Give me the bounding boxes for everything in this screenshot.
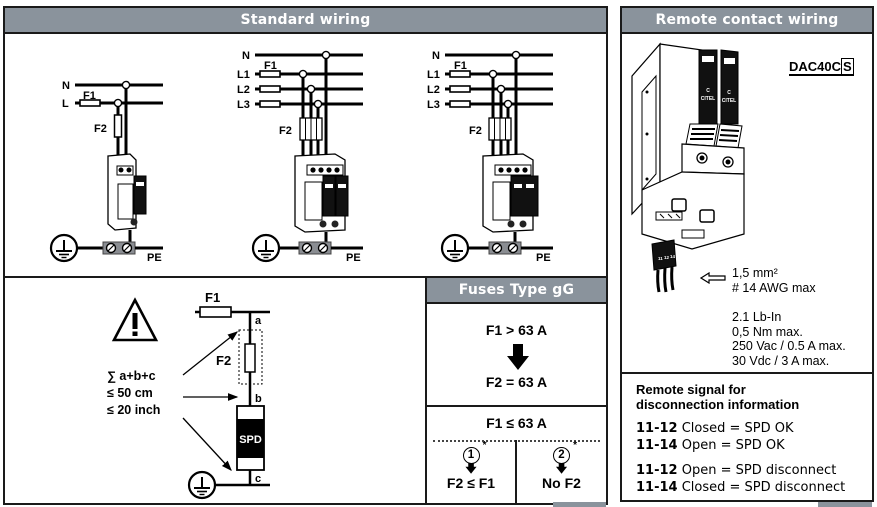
three-phase-diagram-b: N L1 L2 L3 F1 F2 PE xyxy=(427,50,553,264)
f2-label: F2 xyxy=(216,353,231,368)
f2-label: F2 xyxy=(94,123,107,135)
spd-module-three-phase-b xyxy=(482,153,539,233)
terminal-connector: 11 12 14 xyxy=(651,239,677,293)
three-phase-diagram-a: N L1 L2 L3 F1 F2 PE xyxy=(237,50,363,264)
dc-rating: 30 Vdc / 3 A max. xyxy=(732,353,830,368)
line-label-l1: L1 xyxy=(427,69,440,81)
standard-wiring-panel: Standard wiring xyxy=(3,6,608,278)
wire-awg: # 14 AWG max xyxy=(732,280,816,295)
decorative-tab xyxy=(818,502,872,507)
f1-label: F1 xyxy=(83,90,96,102)
remote-signal-title-2: disconnection information xyxy=(636,397,800,412)
segment-c: c xyxy=(255,473,261,485)
pe-label: PE xyxy=(346,252,361,264)
cable-length-panel: ∑ a+b+c ≤ 50 cm ≤ 20 inch F1 F2 SPD a b … xyxy=(3,276,428,505)
ac-rating: 250 Vac / 0.5 A max. xyxy=(732,339,846,353)
wire-spec: 1,5 mm² # 14 AWG max xyxy=(732,266,816,295)
fuses-title: Fuses Type gG xyxy=(427,278,606,304)
single-phase-diagram: N L F1 F2 PE xyxy=(49,80,163,264)
small-down-arrow-icon: 🡇 xyxy=(465,463,477,475)
option-divider xyxy=(515,440,517,503)
line-label-n: N xyxy=(432,50,440,62)
signal-row: 11-14 Open = SPD OK xyxy=(636,438,785,453)
standard-wiring-title: Standard wiring xyxy=(5,8,606,34)
remote-signal-panel: Remote signal for disconnection informat… xyxy=(620,372,874,502)
line-label-n: N xyxy=(62,80,70,92)
line-label-l3: L3 xyxy=(237,99,250,111)
segment-b: b xyxy=(255,393,262,405)
model-base: DAC40C xyxy=(789,59,842,74)
line-label-l2: L2 xyxy=(427,84,440,96)
brand-logo: C xyxy=(727,90,731,96)
brand-name: CITEL xyxy=(701,96,715,102)
footnote-marker: * xyxy=(482,440,487,451)
line-label-l1: L1 xyxy=(237,69,250,81)
warning-icon xyxy=(111,297,159,342)
pe-label: PE xyxy=(147,252,162,264)
footnote-marker: * xyxy=(573,440,577,451)
case-high-condition: F1 > 63 A xyxy=(485,322,548,338)
option-result: No F2 xyxy=(542,475,581,491)
spd-symbol: SPD xyxy=(236,405,265,471)
option-2: 2 * 🡇 No F2 xyxy=(517,440,606,503)
signal-row: 11-12 Open = SPD disconnect xyxy=(636,463,837,478)
segment-a: a xyxy=(255,315,262,327)
remote-signal-title-1: Remote signal for xyxy=(636,382,746,397)
fuses-panel: Fuses Type gG F1 > 63 A F2 = 63 A F1 ≤ 6… xyxy=(425,276,608,505)
standard-wiring-diagrams: N L F1 F2 PE xyxy=(49,50,553,264)
line-label-l3: L3 xyxy=(427,99,440,111)
terminal-label: 14 xyxy=(670,254,676,259)
f1-label: F1 xyxy=(205,290,220,305)
option-1: 1 * 🡇 F2 ≤ F1 xyxy=(427,440,515,503)
down-arrow-icon xyxy=(507,344,529,370)
f1-label: F1 xyxy=(454,60,467,72)
signal-row: 11-12 Closed = SPD OK xyxy=(636,421,794,436)
divider xyxy=(427,405,606,407)
small-down-arrow-icon: 🡇 xyxy=(555,463,568,475)
wire-cross-section: 1,5 mm² xyxy=(732,266,778,280)
earth-icon xyxy=(187,470,217,500)
option-number-badge: 1 xyxy=(462,447,480,464)
dac40cs-device-illustration: C CITEL C CITEL 11 12 14 xyxy=(631,42,745,293)
case-low-condition: F1 ≤ 63 A xyxy=(486,415,547,431)
signal-row: 11-14 Closed = SPD disconnect xyxy=(636,480,846,495)
torque-nm: 0,5 Nm max. xyxy=(732,324,803,339)
model-suffix: S xyxy=(841,58,854,75)
line-label-l2: L2 xyxy=(237,84,250,96)
pe-label: PE xyxy=(536,252,551,264)
case-high-result: F2 = 63 A xyxy=(485,374,548,390)
limit-inch: ≤ 20 inch xyxy=(107,403,160,417)
remote-contact-title: Remote contact wiring xyxy=(622,8,872,34)
limit-cm: ≤ 50 cm xyxy=(107,386,153,400)
brand-name: CITEL xyxy=(722,98,736,104)
sum-formula: ∑ a+b+c xyxy=(107,369,156,383)
cable-length-diagram: ∑ a+b+c ≤ 50 cm ≤ 20 inch F1 F2 SPD a b … xyxy=(107,290,270,500)
torque-spec: 2.1 Lb-In 0,5 Nm max. 250 Vac / 0.5 A ma… xyxy=(732,310,846,368)
line-label-n: N xyxy=(242,50,250,62)
terminal-label: 12 xyxy=(664,255,670,260)
f2-label: F2 xyxy=(279,125,292,137)
f1-label: F1 xyxy=(264,60,277,72)
option-number-badge: 2 xyxy=(553,447,570,464)
option-result: F2 ≤ F1 xyxy=(446,475,496,491)
spd-module-three-phase-a xyxy=(294,153,349,233)
left-arrow-icon xyxy=(700,272,726,284)
line-label-l: L xyxy=(62,98,69,110)
f2-label: F2 xyxy=(469,125,482,137)
spd-label: SPD xyxy=(239,434,262,446)
decorative-tab xyxy=(553,502,606,507)
spd-module-single xyxy=(107,153,147,231)
torque-lb-in: 2.1 Lb-In xyxy=(732,310,782,324)
terminal-label: 11 xyxy=(658,256,663,261)
brand-logo: C xyxy=(706,88,710,94)
